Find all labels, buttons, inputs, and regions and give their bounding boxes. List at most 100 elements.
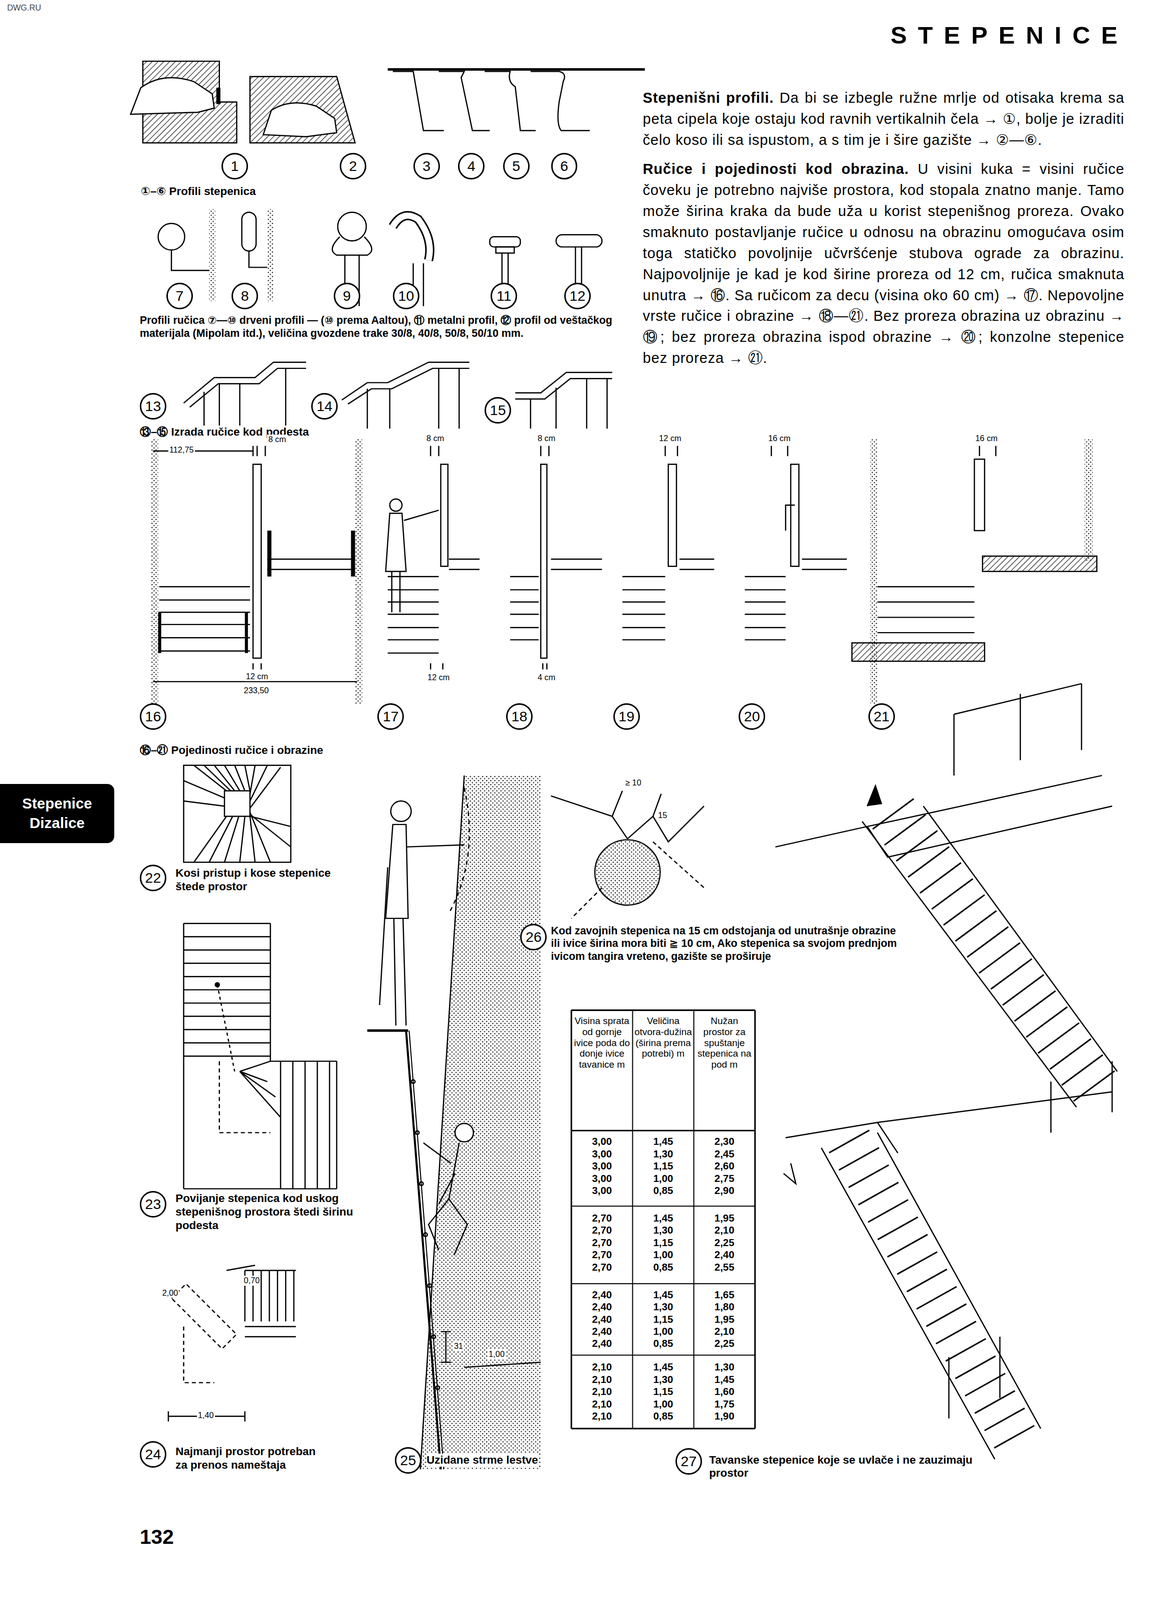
- callout-text: 5: [512, 157, 521, 175]
- table-cell: 2,90: [699, 1184, 751, 1196]
- dimension-label: 8 cm: [536, 433, 557, 444]
- dimension-label: 0,70: [243, 1275, 262, 1286]
- table-header: Veličina otvora-dužina (širina prema pot…: [633, 1015, 693, 1059]
- table-cell: 0,85: [637, 1410, 689, 1422]
- figure-caption: Najmanji prostor potreban za prenos name…: [175, 1444, 329, 1472]
- table-cell: 2,55: [699, 1261, 751, 1273]
- dimension-label: 12 cm: [657, 433, 682, 444]
- table-cell: 2,40: [699, 1248, 751, 1260]
- table-cell: 1,00: [637, 1398, 689, 1410]
- dimension-label: 2,00: [161, 1287, 180, 1298]
- table-cell: 2,75: [699, 1172, 751, 1184]
- dimension-label: 1,40: [196, 1410, 215, 1421]
- callout-text: 18: [511, 708, 528, 725]
- callout-text: 20: [744, 708, 761, 725]
- table-cell: 0,85: [637, 1261, 689, 1273]
- callout-text: 27: [680, 1452, 698, 1470]
- table-header: Visina sprata od gornje ivice poda do do…: [572, 1015, 632, 1070]
- body-paragraph: Stepenišni profili. Da bi se izbegle ruž…: [642, 87, 1125, 151]
- callout-text: 3: [422, 157, 431, 175]
- table-cell: 1,30: [637, 1224, 689, 1236]
- callout-number: 21: [868, 703, 895, 730]
- dimension-label: 12 cm: [426, 672, 451, 683]
- dimension-label: 1,00: [487, 1348, 506, 1359]
- table-cell: 1,15: [637, 1313, 689, 1325]
- table-cell: 3,00: [576, 1160, 628, 1172]
- dimension-label: 15: [656, 810, 668, 821]
- table-cell: 2,10: [576, 1373, 628, 1385]
- figure-caption: ⑯–㉑ Pojedinosti ručice i obrazine: [139, 743, 324, 758]
- callout-number: 6: [551, 152, 578, 180]
- table-cell: 3,00: [576, 1184, 628, 1196]
- table-cell: 2,40: [576, 1300, 628, 1312]
- callout-number: 2: [339, 152, 367, 180]
- table-cell: 1,15: [637, 1236, 689, 1248]
- callout-text: 1: [230, 157, 239, 175]
- callout-number: 22: [139, 864, 167, 891]
- table-cell: 2,40: [576, 1337, 628, 1349]
- callout-number: 4: [457, 152, 485, 180]
- table-cell: 1,00: [637, 1248, 689, 1260]
- callout-number: 3: [413, 152, 440, 180]
- callout-number: 16: [139, 703, 167, 730]
- callout-text: 14: [316, 397, 333, 415]
- table-cell: 2,45: [699, 1147, 751, 1160]
- callout-text: 16: [145, 708, 162, 725]
- dimension-label: 16 cm: [974, 433, 999, 444]
- page-number: 132: [139, 1524, 174, 1549]
- callout-text: 4: [467, 157, 476, 175]
- table-cell: 1,80: [699, 1300, 751, 1312]
- figure-caption: Tavanske stepenice koje se uvlače i ne z…: [709, 1453, 985, 1481]
- dimension-label: 31: [452, 1340, 465, 1351]
- callout-number: 10: [392, 282, 420, 310]
- callout-number: 14: [311, 392, 338, 420]
- table-cell: 1,75: [699, 1398, 751, 1410]
- dimension-label: 4 cm: [536, 672, 557, 683]
- figure-caption: Kod zavojnih stepenica na 15 cm odstojan…: [551, 924, 898, 964]
- callout-text: 25: [400, 1451, 417, 1469]
- table-cell: 1,90: [699, 1410, 751, 1422]
- table-cell: 2,10: [699, 1325, 751, 1337]
- tab-text: Stepenice Dizalice: [8, 793, 106, 833]
- section-tab: Stepenice Dizalice: [0, 783, 115, 843]
- table-cell: 1,95: [699, 1313, 751, 1325]
- dimension-label: 8 cm: [267, 434, 287, 445]
- table-cell: 1,60: [699, 1385, 751, 1397]
- table-cell: 1,30: [637, 1373, 689, 1385]
- dimension-label: 16 cm: [767, 433, 792, 444]
- dimension-label: 112,75: [168, 444, 195, 455]
- table-cell: 1,30: [699, 1360, 751, 1372]
- table-cell: 3,00: [576, 1135, 628, 1147]
- paragraph-text: U visini kuka = visini ručice čoveku je …: [642, 160, 1125, 366]
- table-cell: 0,85: [637, 1337, 689, 1349]
- callout-text: 15: [490, 401, 507, 419]
- body-paragraph: Ručice i pojedinosti kod obrazina. U vis…: [642, 158, 1125, 369]
- callout-text: 21: [873, 708, 890, 725]
- table-cell: 1,30: [637, 1147, 689, 1160]
- table-cell: 1,45: [637, 1360, 689, 1372]
- callout-text: 6: [560, 157, 569, 175]
- table-cell: 0,85: [637, 1184, 689, 1196]
- callout-text: 26: [525, 928, 542, 946]
- table-cell: 2,10: [576, 1398, 628, 1410]
- table-cell: 1,45: [637, 1135, 689, 1147]
- callout-number: 26: [520, 923, 547, 951]
- paragraph-heading: Ručice i pojedinosti kod obrazina.: [642, 160, 909, 177]
- callout-text: 8: [241, 287, 250, 305]
- callout-number: 9: [333, 282, 361, 310]
- callout-text: 23: [145, 1195, 162, 1213]
- table-header: Nužan prostor za spuštanje stepenica na …: [695, 1015, 755, 1070]
- table-cell: 2,70: [576, 1236, 628, 1248]
- table-cell: 2,30: [699, 1135, 751, 1147]
- callout-text: 12: [569, 287, 586, 305]
- callout-text: 2: [349, 157, 358, 175]
- callout-number: 7: [166, 282, 193, 310]
- table-cell: 2,10: [576, 1410, 628, 1422]
- callout-number: 17: [377, 703, 404, 730]
- table-cell: 2,40: [576, 1288, 628, 1300]
- table-cell: 1,45: [699, 1373, 751, 1385]
- table-cell: 3,00: [576, 1172, 628, 1184]
- table-cell: 2,70: [576, 1261, 628, 1273]
- paragraph-heading: Stepenišni profili.: [642, 89, 775, 106]
